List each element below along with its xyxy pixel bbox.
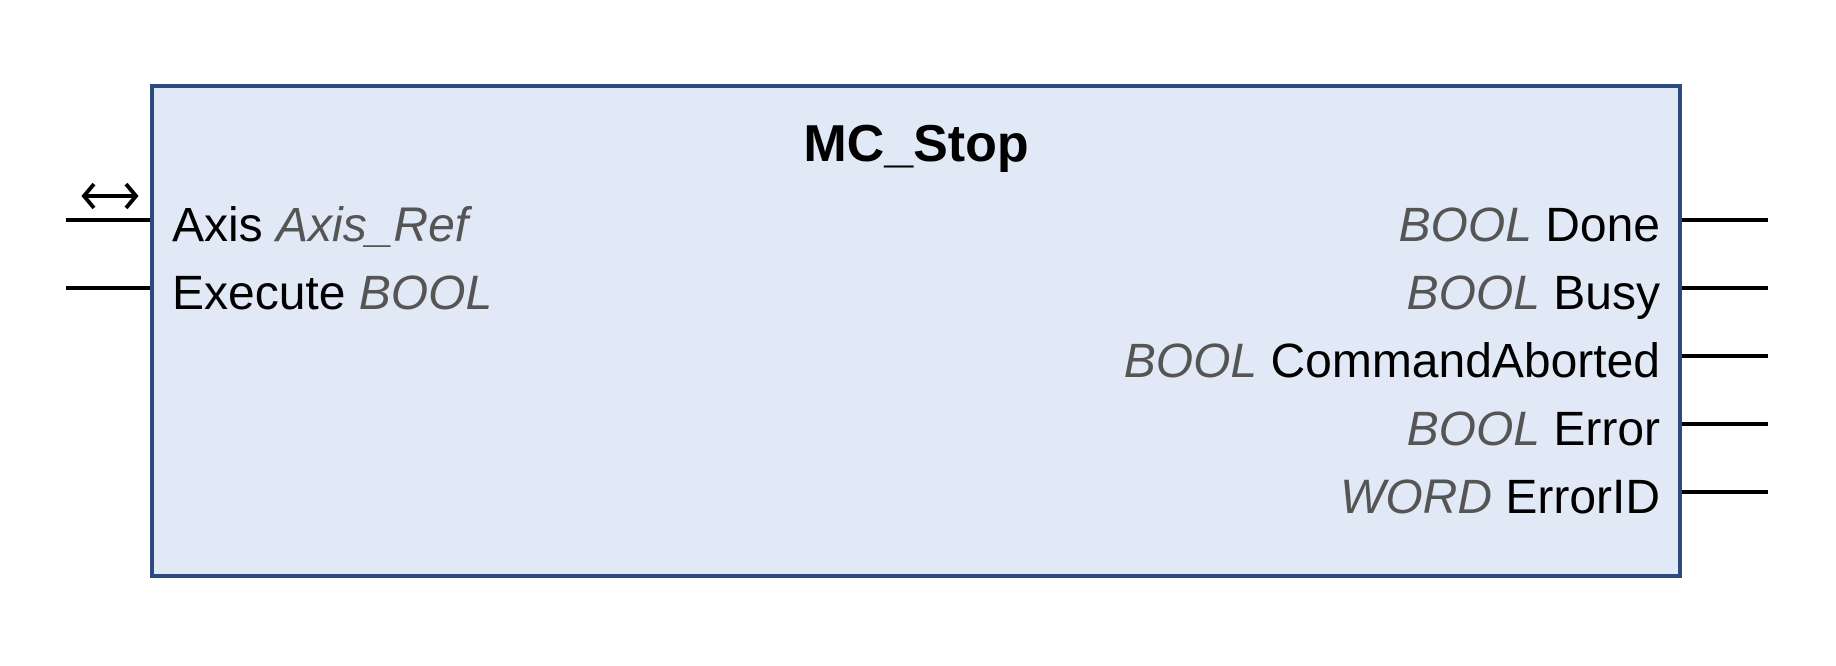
input-pin-execute: Execute BOOL xyxy=(172,270,492,318)
output-pin-line-errorid[interactable] xyxy=(1680,490,1768,494)
pin-name: Done xyxy=(1545,199,1660,252)
input-pin-axis: Axis Axis_Ref xyxy=(172,202,468,250)
output-pin-done: BOOL Done xyxy=(1399,202,1660,250)
pin-type: BOOL xyxy=(358,267,493,320)
output-pin-line-commandaborted[interactable] xyxy=(1680,354,1768,358)
bidirectional-arrow-icon xyxy=(81,182,139,210)
output-pin-busy: BOOL Busy xyxy=(1407,270,1660,318)
output-pin-line-done[interactable] xyxy=(1680,218,1768,222)
output-pin-errorid: WORD ErrorID xyxy=(1340,474,1660,522)
pin-type: BOOL xyxy=(1406,403,1540,456)
pin-name: Busy xyxy=(1553,267,1660,320)
pin-type: BOOL xyxy=(1398,199,1532,252)
output-pin-line-busy[interactable] xyxy=(1680,286,1768,290)
pin-type: WORD xyxy=(1340,471,1492,524)
output-pin-error: BOOL Error xyxy=(1407,406,1660,454)
pin-type: BOOL xyxy=(1123,335,1258,388)
output-pin-line-error[interactable] xyxy=(1680,422,1768,426)
input-pin-line-axis[interactable] xyxy=(66,218,152,222)
function-block-title: MC_Stop xyxy=(803,115,1029,173)
pin-name: Error xyxy=(1553,403,1660,456)
pin-name: CommandAborted xyxy=(1270,335,1660,388)
pin-name: ErrorID xyxy=(1505,471,1660,524)
pin-name: Execute xyxy=(172,267,346,320)
pin-type: Axis_Ref xyxy=(276,199,469,252)
input-pin-line-execute[interactable] xyxy=(66,286,152,290)
output-pin-commandaborted: BOOL CommandAborted xyxy=(1124,338,1660,386)
pin-type: BOOL xyxy=(1406,267,1540,320)
function-block[interactable]: MC_Stop Axis Axis_Ref Execute BOOL BOOL … xyxy=(150,84,1682,578)
pin-name: Axis xyxy=(172,199,263,252)
